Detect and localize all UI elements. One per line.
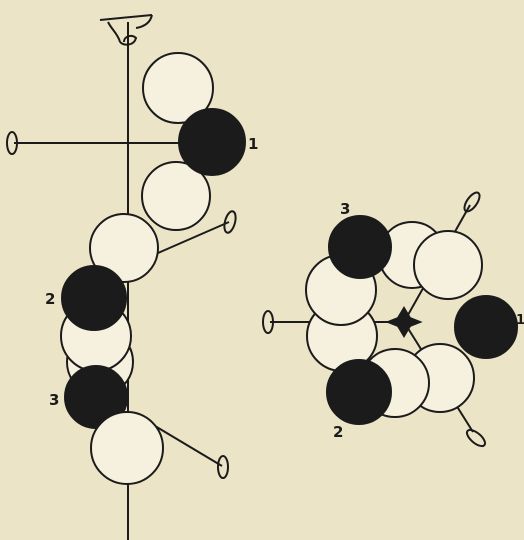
end-label-1: 1 [516,313,524,328]
end-sphere-black-2 [327,360,391,424]
axis-top-hook [100,15,152,45]
sphere-black-1 [179,109,245,175]
end-sphere-black-3 [329,216,391,278]
end-ligand-end-lower-right [464,427,487,449]
ligand-end-lower-right [218,456,228,478]
end-label-3: 3 [340,200,350,218]
side-label-1: 1 [248,135,258,153]
sphere-white [414,231,482,299]
sphere-black-2 [62,266,126,330]
sphere-white [91,412,163,484]
end-ligand-end-upper-right [462,190,483,214]
central-node [388,308,420,336]
side-view [7,15,245,540]
side-label-2: 2 [45,290,55,308]
ligand-end-middle-right [222,210,237,234]
end-label-2: 2 [333,423,343,441]
end-view [263,190,517,449]
side-label-3: 3 [49,391,59,409]
end-sphere-black-1 [455,296,517,358]
